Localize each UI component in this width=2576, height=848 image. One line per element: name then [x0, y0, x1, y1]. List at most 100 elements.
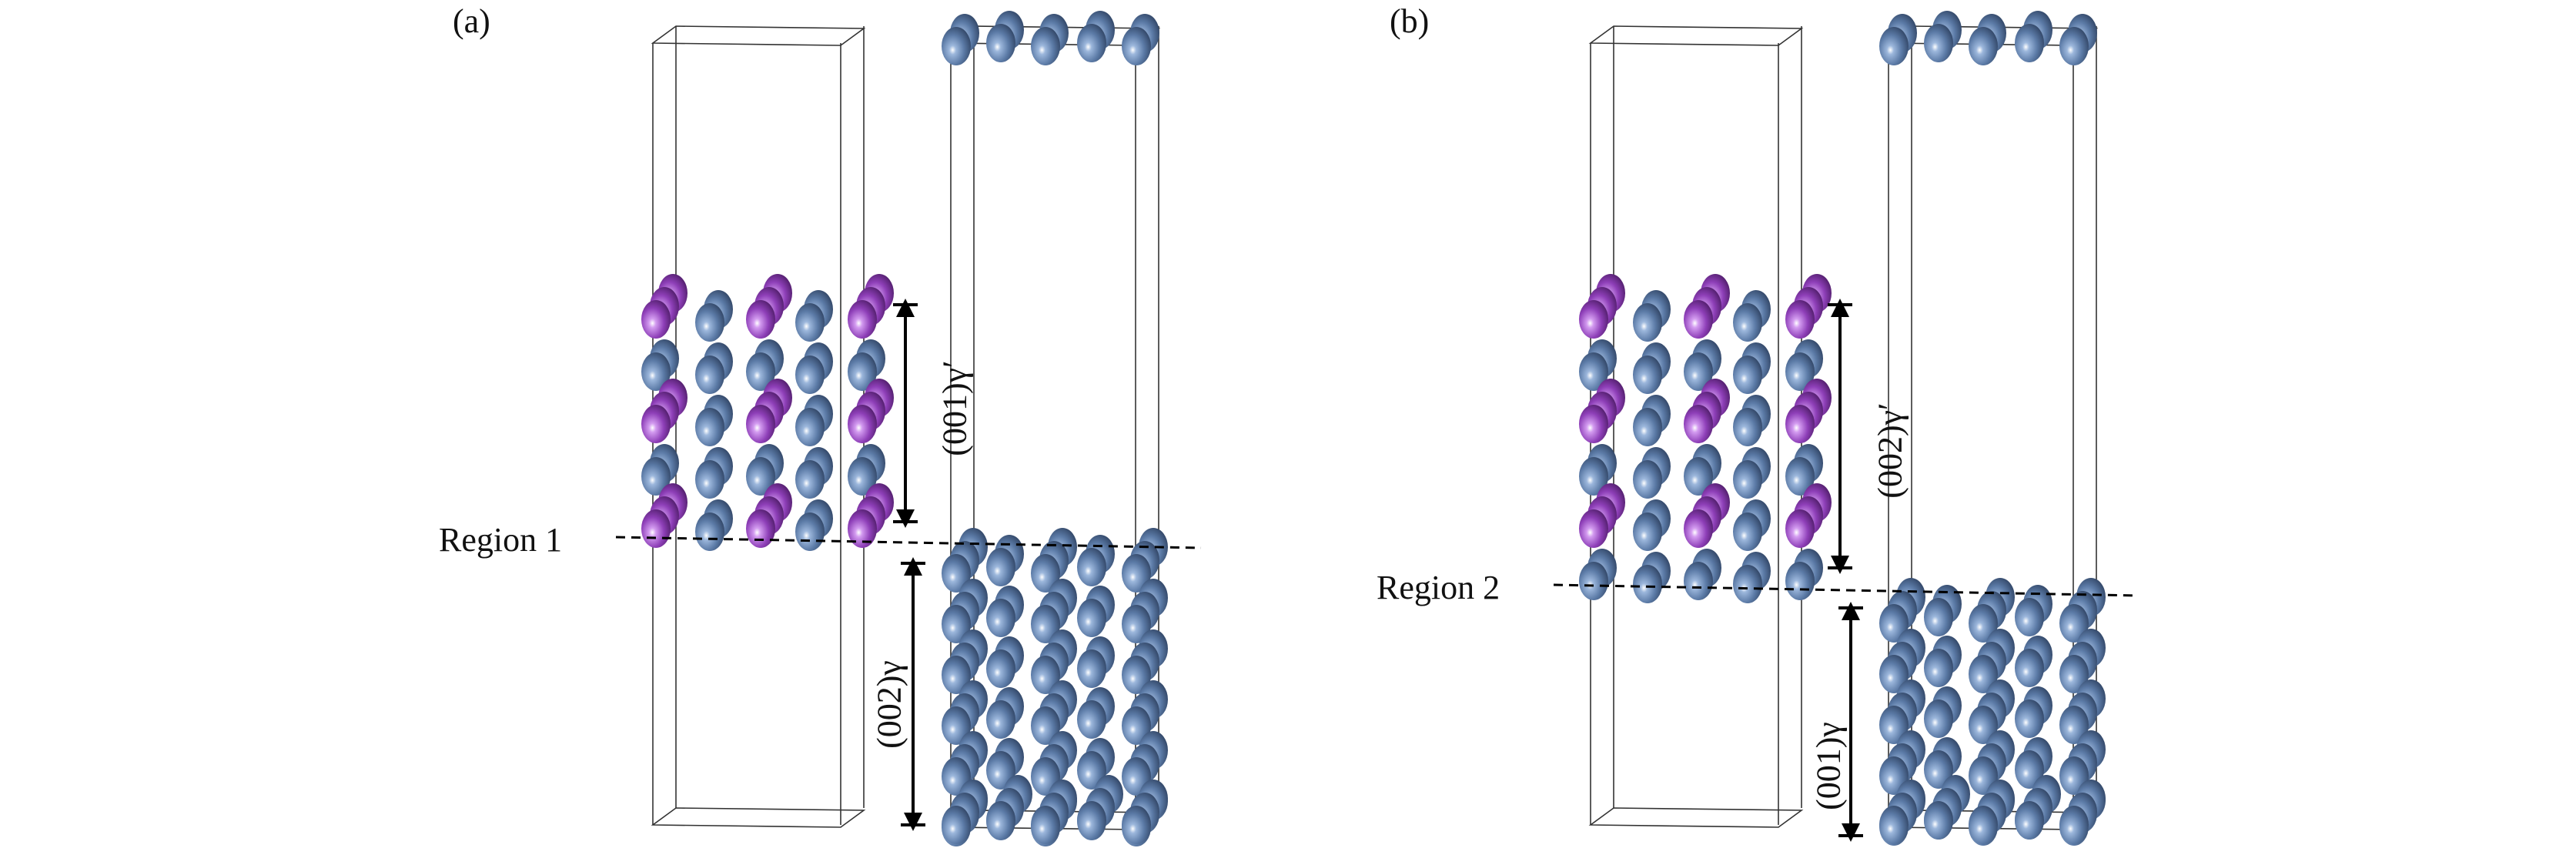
al-atom [1785, 405, 1815, 443]
ni-atom [695, 408, 724, 446]
ni-atom [1924, 598, 1953, 636]
panel-b-lower-plane-label: (001)γ [1809, 722, 1848, 810]
ni-atom [746, 352, 775, 391]
ni-atom [1969, 706, 1998, 744]
ni-atom [1633, 303, 1662, 342]
ni-atom [795, 356, 825, 394]
al-atom [641, 405, 671, 443]
ni-atom [641, 457, 671, 496]
al-atom [746, 509, 775, 548]
ni-atom [1579, 457, 1608, 496]
region-2-label: Region 2 [1377, 569, 1500, 606]
ni-atom [1031, 656, 1060, 694]
al-atom [1684, 405, 1713, 443]
ni-atom [1122, 806, 1151, 844]
ni-atom [1785, 352, 1815, 391]
gamma-prime-cell-bottom-face [651, 807, 866, 828]
al-atom [746, 405, 775, 443]
ni-atom [746, 457, 775, 496]
panel-a-lower-plane-label: (002)γ [870, 660, 908, 749]
ni-atom [1122, 706, 1151, 745]
ni-atom [986, 649, 1015, 688]
gamma-prime-cell-bottom-face [1588, 807, 1804, 828]
panel-b-label: (b) [1390, 2, 1430, 40]
ni-atom [1684, 562, 1713, 600]
ni-atom [695, 356, 724, 394]
ni-atom [2015, 750, 2044, 789]
ni-atom [986, 700, 1015, 739]
ni-atom [1879, 27, 1909, 65]
ni-atom [1077, 801, 1106, 840]
gamma-prime-cell-top-face [651, 25, 866, 46]
ni-atom [848, 457, 877, 496]
ni-atom [1633, 460, 1662, 499]
ni-atom [1122, 605, 1151, 643]
ni-atom [1879, 604, 1909, 643]
ni-atom [1969, 604, 1998, 643]
ni-atom [1924, 801, 1953, 840]
ni-atom [848, 352, 877, 391]
al-atom [746, 300, 775, 339]
al-atom [848, 509, 877, 548]
ni-atom [1733, 512, 1762, 551]
region-1-label: Region 1 [439, 521, 563, 559]
al-atom [1785, 300, 1815, 339]
ni-atom [1969, 806, 1998, 844]
al-atom [848, 405, 877, 443]
ni-atom [1879, 706, 1909, 744]
ni-atom [1733, 460, 1762, 499]
ni-atom [1924, 649, 1953, 687]
ni-atom [695, 460, 724, 499]
al-atom [1579, 300, 1608, 339]
gamma-prime-cell-top-face [1588, 25, 1804, 46]
ni-atom [2015, 801, 2044, 840]
ni-atom [1879, 655, 1909, 693]
ni-atom [641, 352, 671, 391]
ni-atom [942, 554, 971, 593]
al-atom [1579, 405, 1608, 443]
al-atom [1684, 509, 1713, 548]
ni-atom [1785, 457, 1815, 496]
ni-atom [1031, 554, 1060, 593]
ni-atom [1633, 565, 1662, 603]
ni-atom [942, 656, 971, 694]
ni-atom [1031, 806, 1060, 844]
region-2-interface-line [1553, 583, 2138, 597]
ni-atom [1077, 649, 1106, 688]
ni-atom [1077, 700, 1106, 739]
ni-atom [986, 801, 1015, 840]
ni-atom [1633, 356, 1662, 394]
ni-atom [1684, 352, 1713, 391]
ni-atom [695, 303, 724, 342]
ni-atom [1633, 408, 1662, 446]
ni-atom [2059, 655, 2089, 693]
al-atom [641, 509, 671, 548]
ni-atom [1031, 605, 1060, 643]
ni-atom [942, 27, 971, 65]
ni-atom [2059, 706, 2089, 744]
ni-atom [1733, 408, 1762, 446]
ni-atom [1122, 554, 1151, 593]
ni-atom [1579, 352, 1608, 391]
ni-atom [1077, 24, 1106, 62]
panel-a-label: (a) [453, 2, 490, 40]
ni-atom [1077, 599, 1106, 637]
ni-atom [1924, 750, 1953, 789]
ni-atom [942, 706, 971, 745]
ni-atom [1969, 27, 1998, 65]
ni-atom [1122, 656, 1151, 694]
al-atom [1785, 509, 1815, 548]
ni-atom [2015, 699, 2044, 738]
ni-atom [986, 548, 1015, 586]
al-atom [641, 300, 671, 339]
ni-atom [795, 303, 825, 342]
ni-atom [2015, 24, 2044, 62]
ni-atom [1879, 806, 1909, 844]
ni-atom [2059, 27, 2089, 65]
ni-atom [1733, 303, 1762, 342]
ni-atom [942, 605, 971, 643]
ni-atom [1077, 548, 1106, 586]
ni-atom [1924, 24, 1953, 62]
ni-atom [2015, 598, 2044, 636]
ni-atom [795, 512, 825, 551]
